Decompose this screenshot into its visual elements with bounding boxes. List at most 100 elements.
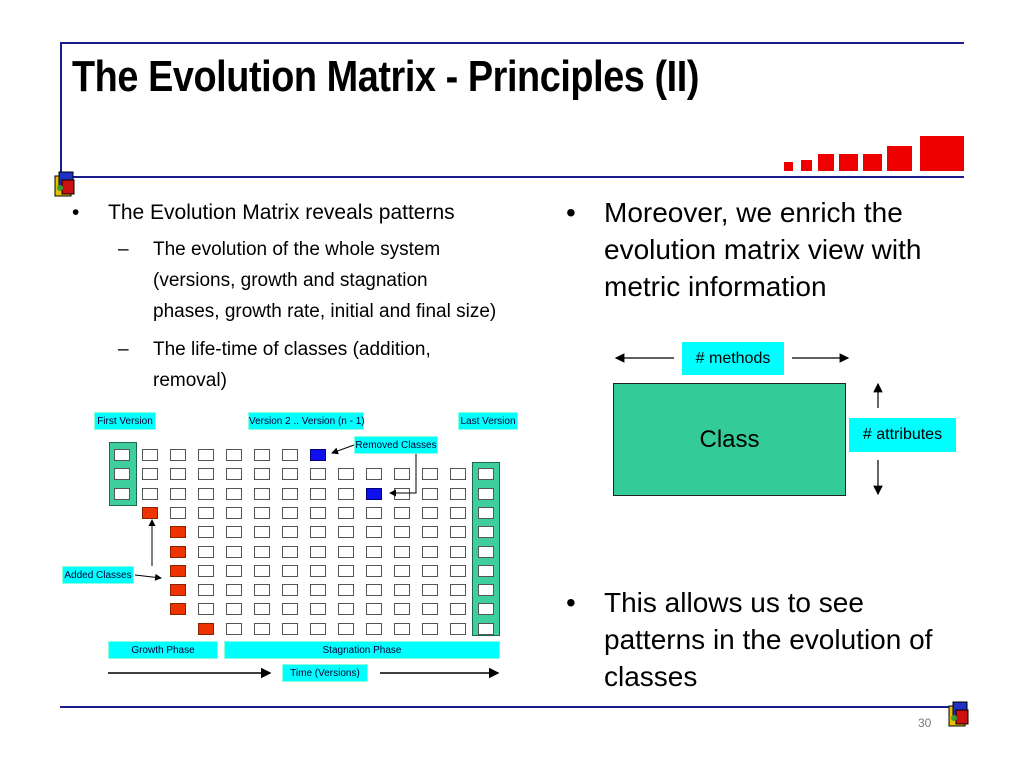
- matrix-cell: [422, 603, 438, 616]
- matrix-cell: [282, 603, 298, 616]
- matrix-cell: [310, 487, 326, 500]
- removed-class-cell: [310, 449, 326, 461]
- matrix-cell: [338, 487, 354, 500]
- added-classes-label: Added Classes: [62, 566, 134, 584]
- matrix-cell: [422, 526, 438, 539]
- matrix-cell: [226, 622, 242, 635]
- matrix-cell: [422, 564, 438, 577]
- right-bullet-2-line: This allows us to see: [604, 587, 864, 618]
- growth-phase-label: Growth Phase: [108, 641, 218, 659]
- matrix-cell: [282, 622, 298, 635]
- footer-line: [60, 706, 964, 708]
- matrix-cell: [282, 449, 298, 461]
- matrix-cell: [310, 603, 326, 616]
- added-class-cell: [170, 545, 186, 558]
- matrix-cell: [310, 526, 326, 539]
- matrix-cell: [310, 468, 326, 481]
- right-bullet-1: Moreover, we enrich the evolution matrix…: [604, 194, 921, 305]
- matrix-cell: [478, 622, 494, 635]
- sub-bullet-1: The evolution of the whole system (versi…: [153, 234, 496, 327]
- metric-arrows: [614, 353, 883, 496]
- matrix-cell: [478, 603, 494, 616]
- matrix-cell: [366, 506, 382, 519]
- sub-bullet-dash-2: –: [118, 339, 129, 360]
- matrix-cell: [254, 468, 270, 481]
- matrix-cell: [450, 603, 466, 616]
- matrix-cell: [422, 545, 438, 558]
- matrix-cell: [282, 468, 298, 481]
- matrix-cell: [394, 622, 410, 635]
- time-versions-label: Time (Versions): [282, 664, 368, 682]
- matrix-cell: [394, 564, 410, 577]
- removed-classes-label: Removed Classes: [354, 436, 438, 454]
- growing-squares-decoration: [784, 136, 966, 172]
- matrix-cell: [170, 487, 186, 500]
- right-bullet-1-line: evolution matrix view with: [604, 234, 922, 265]
- matrix-cell: [310, 564, 326, 577]
- matrix-cell: [478, 545, 494, 558]
- matrix-cell: [338, 506, 354, 519]
- sub-bullet-2: The life-time of classes (addition, remo…: [153, 334, 431, 396]
- matrix-cell: [226, 487, 242, 500]
- matrix-cell: [338, 468, 354, 481]
- attributes-label: # attributes: [849, 418, 956, 452]
- matrix-cell: [226, 564, 242, 577]
- matrix-cell: [254, 449, 270, 461]
- right-bullet-2: This allows us to see patterns in the ev…: [604, 584, 932, 695]
- matrix-cell: [478, 564, 494, 577]
- matrix-cell: [394, 526, 410, 539]
- top-frame-line: [60, 42, 964, 44]
- matrix-cell: [198, 468, 214, 481]
- sub-bullet-2-line: removal): [153, 370, 227, 391]
- matrix-cell: [198, 487, 214, 500]
- right-bullet-2-line: patterns in the evolution of: [604, 624, 933, 655]
- matrix-cell: [366, 603, 382, 616]
- matrix-cell: [114, 449, 130, 461]
- matrix-cell: [282, 487, 298, 500]
- matrix-cell: [366, 468, 382, 481]
- matrix-cell: [170, 449, 186, 461]
- matrix-cell: [198, 584, 214, 597]
- class-box: Class: [613, 383, 846, 496]
- matrix-cell: [254, 526, 270, 539]
- matrix-cell: [450, 526, 466, 539]
- matrix-cell: [450, 584, 466, 597]
- matrix-cell: [422, 622, 438, 635]
- matrix-cell: [254, 603, 270, 616]
- matrix-cell: [226, 603, 242, 616]
- matrix-cell: [170, 506, 186, 519]
- matrix-cell: [170, 468, 186, 481]
- stagnation-phase-label: Stagnation Phase: [224, 641, 500, 659]
- matrix-cell: [282, 584, 298, 597]
- sub-bullet-2-line: The life-time of classes (addition,: [153, 339, 431, 360]
- matrix-cell: [422, 584, 438, 597]
- methods-label: # methods: [682, 342, 784, 375]
- matrix-cell: [394, 468, 410, 481]
- matrix-cell: [198, 603, 214, 616]
- added-class-cell: [170, 526, 186, 539]
- matrix-cell: [310, 506, 326, 519]
- added-class-cell: [170, 564, 186, 577]
- matrix-cell: [394, 603, 410, 616]
- matrix-cell: [422, 468, 438, 481]
- matrix-cell: [142, 468, 158, 481]
- institute-logo-icon-footer: [946, 700, 972, 730]
- added-class-cell: [142, 506, 158, 519]
- matrix-cell: [282, 506, 298, 519]
- sub-bullet-dash-1: –: [118, 239, 129, 260]
- matrix-cell: [254, 487, 270, 500]
- matrix-cell: [226, 506, 242, 519]
- matrix-cell: [254, 545, 270, 558]
- right-bullet-marker-2: •: [566, 587, 576, 618]
- matrix-cell: [310, 584, 326, 597]
- matrix-cell: [226, 584, 242, 597]
- middle-versions-label: Version 2 .. Version (n - 1): [248, 412, 365, 430]
- matrix-cell: [198, 564, 214, 577]
- matrix-cell: [338, 603, 354, 616]
- matrix-cell: [254, 584, 270, 597]
- matrix-cell: [226, 545, 242, 558]
- matrix-cell: [478, 487, 494, 500]
- matrix-cell: [366, 584, 382, 597]
- matrix-cell: [198, 526, 214, 539]
- right-bullet-marker-1: •: [566, 197, 576, 228]
